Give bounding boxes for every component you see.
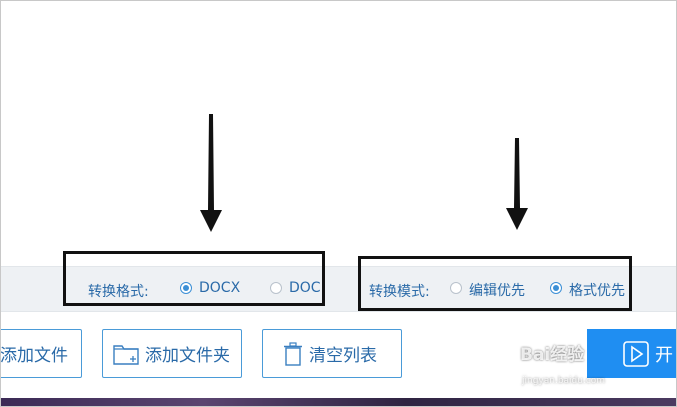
radio-format-priority[interactable] (550, 282, 562, 294)
clear-list-label: 清空列表 (309, 346, 377, 366)
highlight-box-mode (358, 256, 632, 311)
file-list-area (0, 0, 677, 266)
option-format-priority-label[interactable]: 格式优先 (569, 283, 625, 299)
add-folder-button[interactable]: 添加文件夹 (102, 329, 242, 378)
radio-edit-priority[interactable] (450, 282, 462, 294)
highlight-box-format (63, 251, 325, 306)
paw-icon (558, 336, 587, 364)
trash-icon (284, 341, 302, 366)
watermark-brand: Bai经验 (520, 345, 585, 365)
clear-list-button[interactable]: 清空列表 (262, 329, 402, 378)
add-file-label: 添加文件 (0, 346, 68, 366)
radio-docx[interactable] (180, 282, 192, 294)
start-label: 开 (655, 344, 673, 366)
option-edit-priority-label[interactable]: 编辑优先 (469, 283, 525, 299)
convert-format-label: 转换格式: (88, 284, 149, 300)
add-file-button[interactable]: 添加文件 (0, 329, 82, 378)
background-strip (0, 398, 677, 407)
convert-mode-label: 转换模式: (369, 284, 430, 300)
start-convert-button[interactable]: 开 (587, 329, 677, 378)
option-doc-label[interactable]: DOC (289, 280, 321, 296)
play-icon (623, 341, 649, 367)
arrow-down-icon (200, 114, 222, 232)
radio-doc[interactable] (270, 282, 282, 294)
add-folder-label: 添加文件夹 (145, 346, 230, 366)
watermark-url: jingyan.baidu.com (522, 376, 606, 386)
folder-add-icon (113, 344, 139, 365)
option-docx-label[interactable]: DOCX (199, 280, 241, 296)
arrow-down-icon (506, 138, 528, 230)
